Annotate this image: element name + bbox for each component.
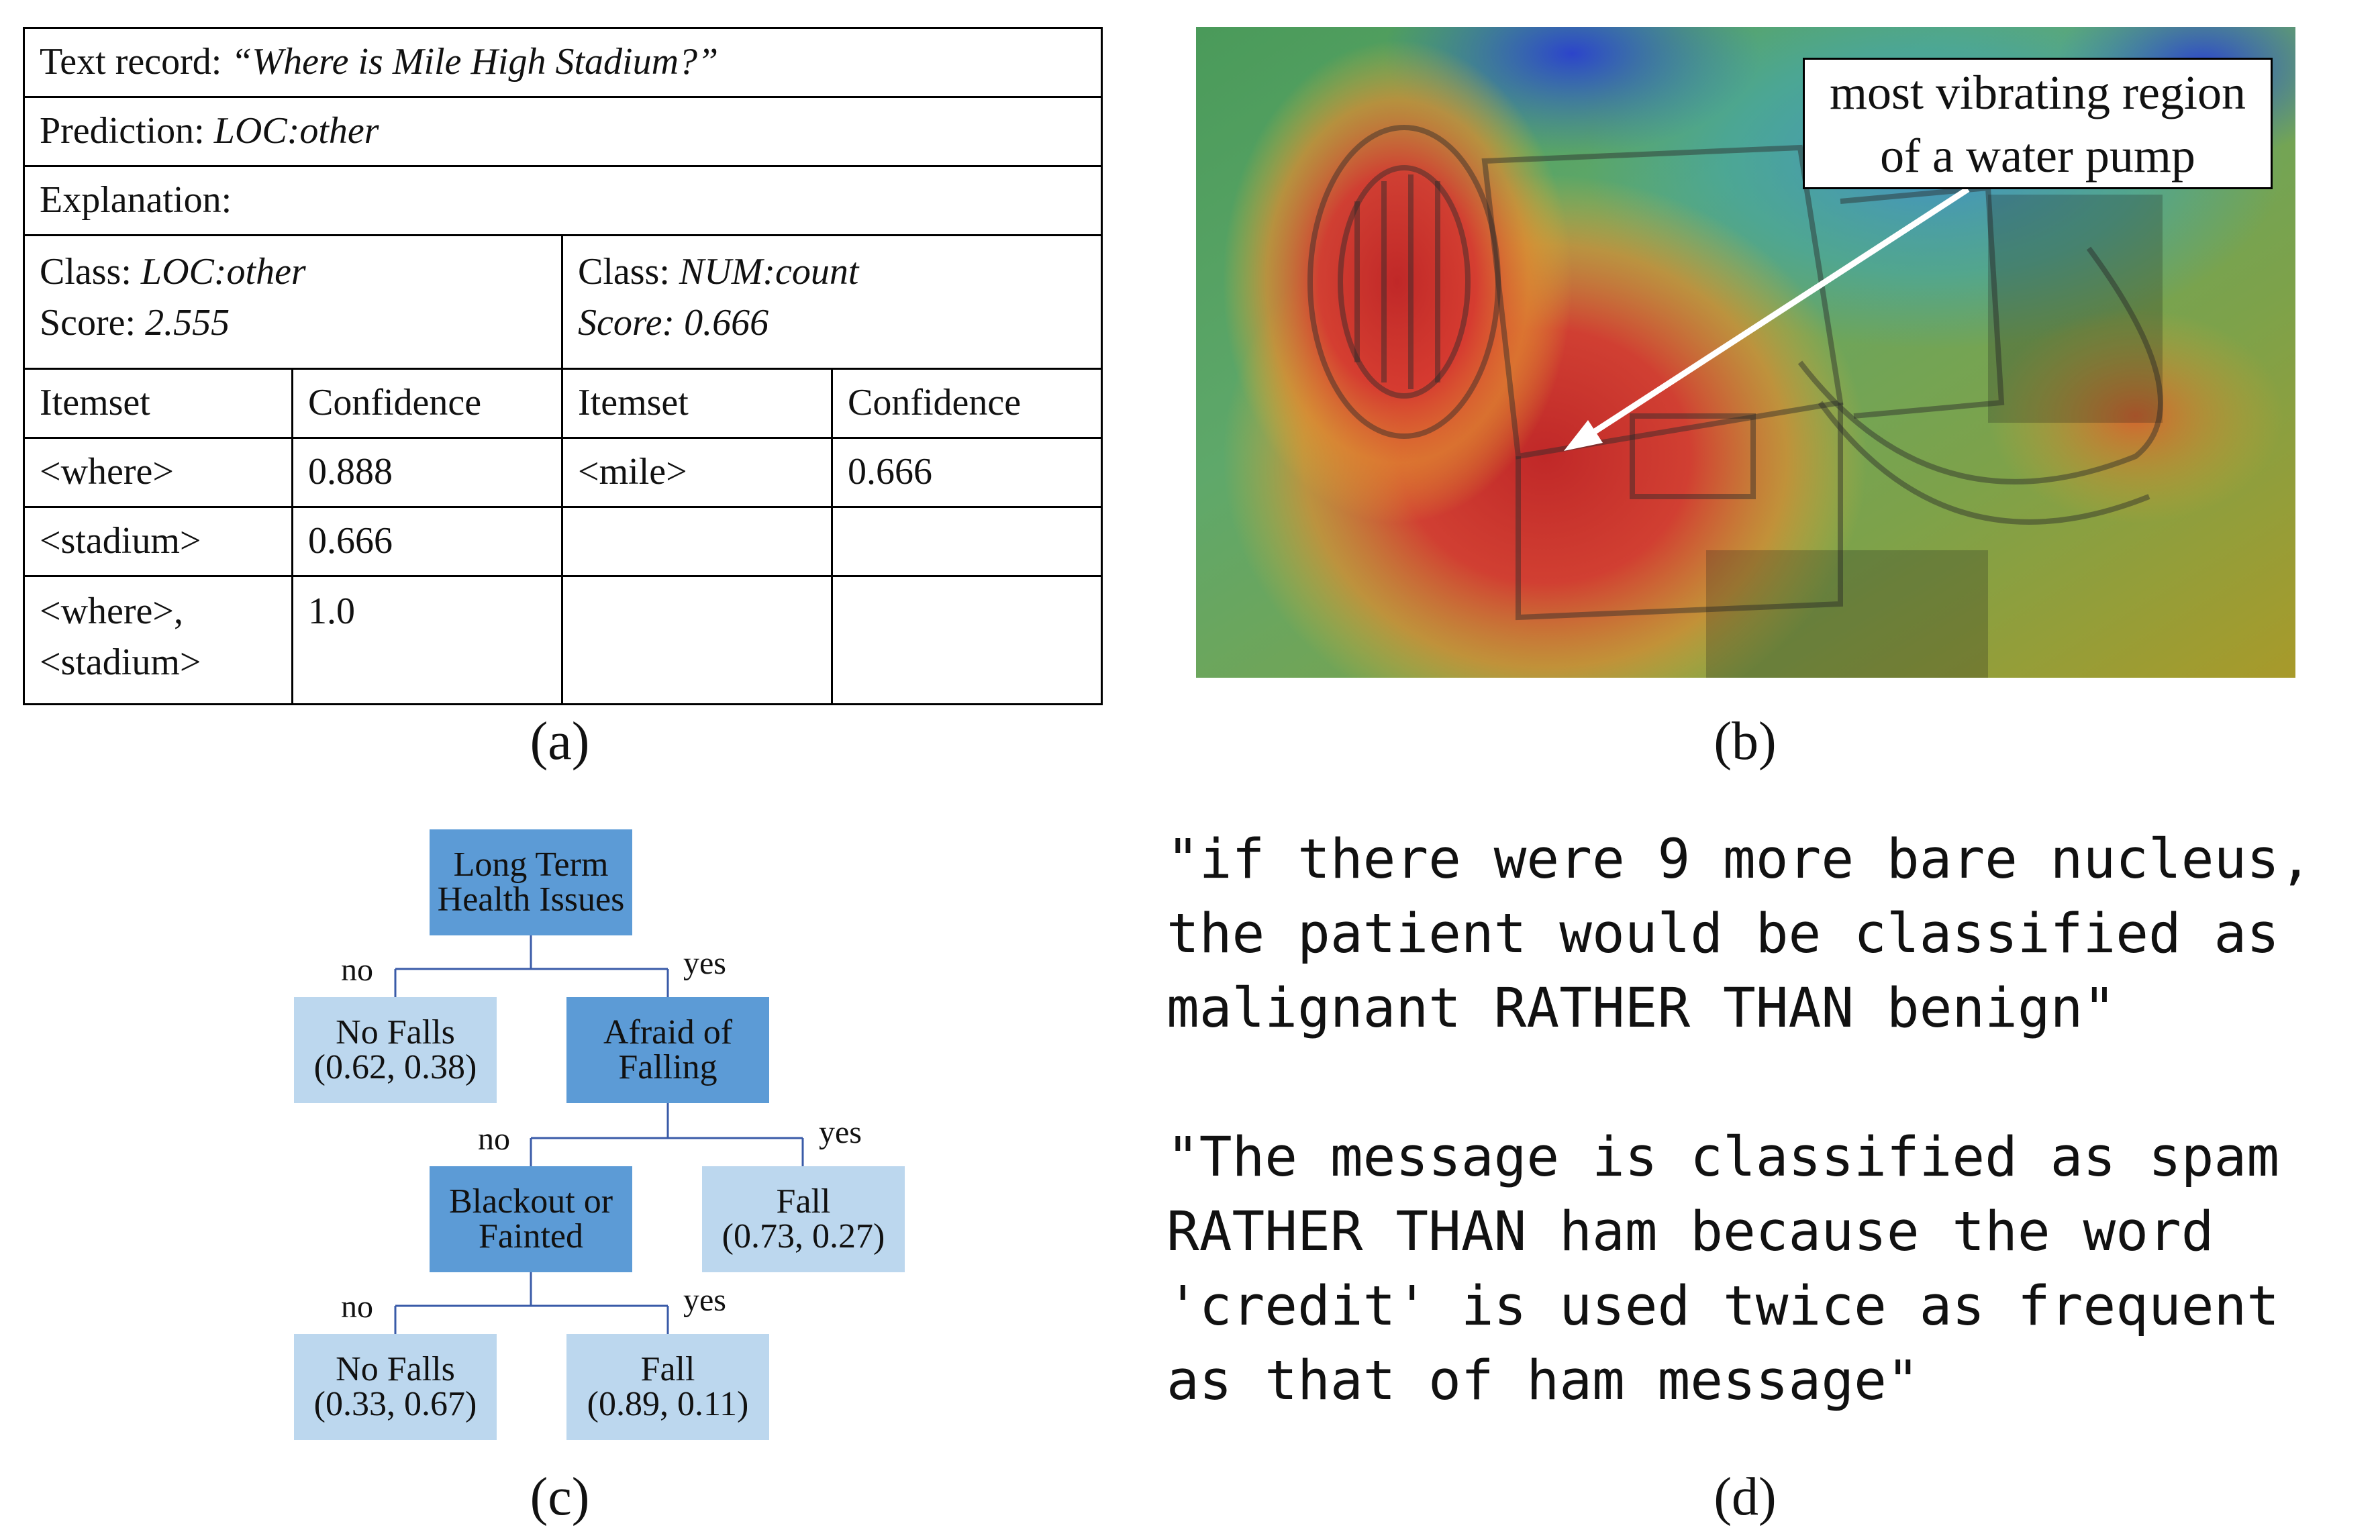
explanation-line: 'credit' is used twice as frequent	[1167, 1275, 2280, 1338]
itemset-cell	[561, 575, 833, 705]
node-text: Fall	[776, 1182, 831, 1221]
node-long-term-health-issues: Long Term Health Issues	[430, 829, 632, 935]
class-value: NUM:count	[679, 251, 859, 293]
caption-d: (d)	[1714, 1468, 1777, 1527]
confidence-cell	[831, 506, 1103, 577]
edge-label-no: no	[341, 952, 373, 988]
table-row: <where>, <stadium> 1.0	[23, 575, 1103, 705]
column-header-confidence: Confidence	[831, 368, 1103, 439]
explanation-line: "if there were 9 more bare nucleus,	[1167, 828, 2312, 891]
node-text: Afraid of	[603, 1013, 733, 1051]
edge-label-no: no	[478, 1121, 510, 1157]
column-header-itemset: Itemset	[23, 368, 293, 439]
confidence-cell: 0.666	[831, 437, 1103, 508]
node-text: (0.62, 0.38)	[313, 1048, 477, 1086]
explanation-paragraph: "if there were 9 more bare nucleus, the …	[1167, 823, 2380, 1046]
class-num-count-cell: Class: NUM:count Score: 0.666	[561, 234, 1103, 370]
itemset-line: <where>,	[40, 591, 183, 632]
node-blackout-or-fainted: Blackout or Fainted	[430, 1166, 632, 1272]
score-label: Score:	[40, 301, 136, 344]
explanation-line: the patient would be classified as	[1167, 903, 2280, 966]
node-text: Long Term	[453, 845, 609, 884]
explanation-paragraph: "The message is classified as spam RATHE…	[1167, 1121, 2380, 1419]
score-text: Score: 0.666	[578, 301, 769, 344]
node-text: Fall	[640, 1350, 695, 1388]
node-text: (0.33, 0.67)	[313, 1385, 477, 1423]
itemset-cell: <mile>	[561, 437, 833, 508]
explanation-line: as that of ham message"	[1167, 1349, 1920, 1413]
leaf-fall: Fall (0.73, 0.27)	[702, 1166, 905, 1272]
explanation-cell: Explanation:	[23, 165, 1103, 236]
confidence-cell	[831, 575, 1103, 705]
prediction-cell: Prediction: LOC:other	[23, 96, 1103, 167]
callout-arrow-line	[1579, 187, 1970, 443]
node-afraid-of-falling: Afraid of Falling	[566, 997, 769, 1103]
node-text: No Falls	[336, 1350, 455, 1388]
node-text: (0.89, 0.11)	[587, 1385, 749, 1423]
node-text: (0.73, 0.27)	[722, 1217, 885, 1255]
itemset-cell: <stadium>	[23, 506, 293, 577]
itemset-explanation-table: Text record: “Where is Mile High Stadium…	[23, 27, 1103, 705]
node-text: Falling	[618, 1048, 717, 1086]
node-text: Health Issues	[437, 880, 625, 919]
text-record-cell: Text record: “Where is Mile High Stadium…	[23, 27, 1103, 98]
leaf-no-falls: No Falls (0.62, 0.38)	[294, 997, 497, 1103]
itemset-cell: <where>	[23, 437, 293, 508]
edge-label-yes: yes	[683, 945, 726, 981]
callout-box: most vibrating region of a water pump	[1803, 58, 2273, 189]
table-row: <stadium> 0.666	[23, 506, 1103, 577]
decision-tree: Long Term Health Issues no yes No Falls …	[0, 805, 1101, 1476]
text-record-label: Text record:	[40, 41, 222, 83]
callout-line: of a water pump	[1880, 129, 2195, 183]
score-value: 2.555	[145, 301, 230, 344]
column-header-confidence: Confidence	[291, 368, 563, 439]
callout-line: most vibrating region	[1830, 66, 2246, 119]
explanation-line: RATHER THAN ham because the word	[1167, 1200, 2214, 1264]
node-text: No Falls	[336, 1013, 455, 1051]
itemset-cell	[561, 506, 833, 577]
class-value: LOC:other	[140, 251, 306, 293]
caption-c: (c)	[530, 1468, 590, 1527]
confidence-cell: 1.0	[291, 575, 563, 705]
confidence-cell: 0.666	[291, 506, 563, 577]
leaf-fall: Fall (0.89, 0.11)	[566, 1334, 769, 1440]
prediction-value: LOC:other	[213, 110, 379, 152]
explanation-label: Explanation:	[40, 179, 232, 221]
vibration-heatmap: most vibrating region of a water pump	[1196, 27, 2295, 678]
callout-arrow-head	[1564, 420, 1603, 451]
caption-b: (b)	[1714, 712, 1777, 771]
node-text: Blackout or	[448, 1182, 613, 1221]
table-row: <where> 0.888 <mile> 0.666	[23, 437, 1103, 508]
class-loc-other-cell: Class: LOC:other Score: 2.555	[23, 234, 563, 370]
edge-label-yes: yes	[683, 1282, 726, 1318]
edge-label-no: no	[341, 1289, 373, 1325]
prediction-label: Prediction:	[40, 110, 205, 152]
caption-a: (a)	[530, 712, 590, 771]
class-label: Class:	[40, 251, 132, 293]
confidence-cell: 0.888	[291, 437, 563, 508]
contrastive-explanation-text: "if there were 9 more bare nucleus, the …	[1167, 823, 2380, 1419]
explanation-line: malignant RATHER THAN benign"	[1167, 977, 2116, 1040]
itemset-cell: <where>, <stadium>	[23, 575, 293, 705]
column-header-itemset: Itemset	[561, 368, 833, 439]
class-label: Class:	[578, 251, 670, 293]
text-record-value: “Where is Mile High Stadium?”	[231, 41, 719, 83]
itemset-line: <stadium>	[40, 641, 201, 683]
edge-label-yes: yes	[819, 1115, 862, 1150]
explanation-line: "The message is classified as spam	[1167, 1126, 2280, 1189]
leaf-no-falls: No Falls (0.33, 0.67)	[294, 1334, 497, 1440]
tree-edges	[394, 935, 804, 1337]
node-text: Fainted	[479, 1217, 583, 1255]
